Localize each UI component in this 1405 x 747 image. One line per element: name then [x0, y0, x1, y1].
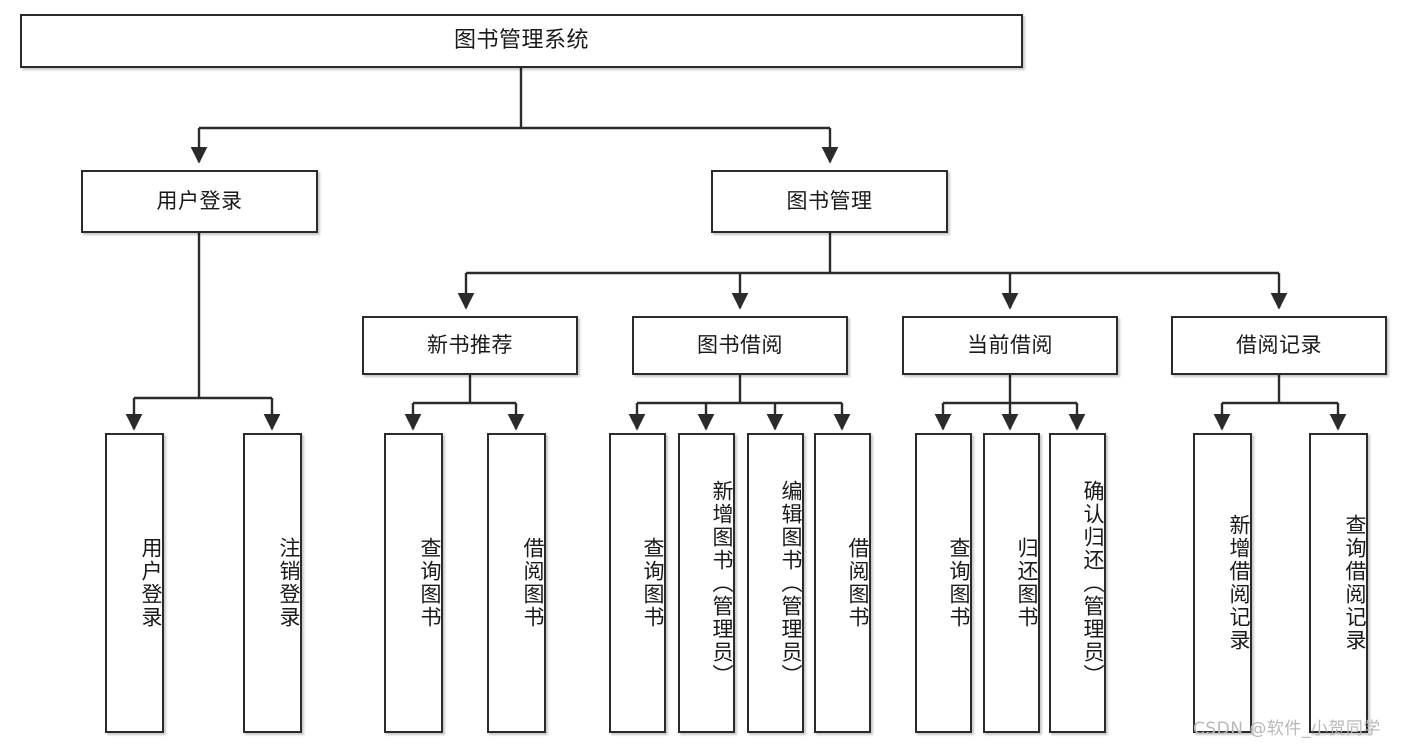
leaf-query-books-borrow[interactable]: 查询图书 — [609, 433, 666, 733]
leaf-return-books[interactable]: 归还图书 — [983, 433, 1040, 733]
node-label: 查询借阅记录 — [1343, 514, 1367, 652]
leaf-query-books-recommend[interactable]: 查询图书 — [384, 433, 443, 733]
node-label: 图书管理系统 — [453, 27, 589, 53]
leaf-add-book-admin[interactable]: 新增图书（管理员） — [678, 433, 735, 733]
node-label: 归还图书 — [1015, 537, 1039, 629]
node-borrow-record[interactable]: 借阅记录 — [1171, 316, 1387, 375]
node-label: 查询图书 — [418, 537, 442, 629]
node-label: 查询图书 — [947, 537, 971, 629]
csdn-watermark: CSDN @软件_小贺同学 — [1193, 719, 1381, 739]
leaf-query-borrow-record[interactable]: 查询借阅记录 — [1309, 433, 1368, 733]
node-label: 图书借阅 — [697, 332, 783, 357]
node-book-borrow[interactable]: 图书借阅 — [632, 316, 848, 375]
node-label: 图书管理 — [786, 188, 873, 213]
node-label: 新增图书（管理员） — [710, 479, 734, 687]
node-label: 用户登录 — [139, 537, 163, 629]
leaf-confirm-return-admin[interactable]: 确认归还（管理员） — [1049, 433, 1106, 733]
node-label: 借阅图书 — [846, 537, 870, 629]
node-current-borrow[interactable]: 当前借阅 — [902, 316, 1118, 375]
node-label: 确认归还（管理员） — [1081, 479, 1105, 687]
node-new-book-recommend[interactable]: 新书推荐 — [362, 316, 578, 375]
leaf-query-books-current[interactable]: 查询图书 — [915, 433, 972, 733]
node-label: 当前借阅 — [967, 332, 1053, 357]
node-label: 借阅记录 — [1236, 332, 1322, 357]
node-label: 编辑图书（管理员） — [779, 479, 803, 687]
leaf-edit-book-admin[interactable]: 编辑图书（管理员） — [747, 433, 804, 733]
node-label: 用户登录 — [156, 188, 243, 213]
node-label: 查询图书 — [641, 537, 665, 629]
leaf-borrow-books[interactable]: 借阅图书 — [814, 433, 871, 733]
node-user-login[interactable]: 用户登录 — [81, 170, 318, 233]
leaf-logout[interactable]: 注销登录 — [243, 433, 302, 733]
node-label: 新书推荐 — [427, 332, 513, 357]
node-label: 借阅图书 — [521, 537, 545, 629]
leaf-user-login[interactable]: 用户登录 — [105, 433, 164, 733]
node-book-management[interactable]: 图书管理 — [711, 170, 948, 233]
leaf-borrow-books-recommend[interactable]: 借阅图书 — [487, 433, 546, 733]
node-label: 新增借阅记录 — [1227, 514, 1251, 652]
leaf-add-borrow-record[interactable]: 新增借阅记录 — [1193, 433, 1252, 733]
node-root-system[interactable]: 图书管理系统 — [20, 14, 1023, 68]
node-label: 注销登录 — [277, 537, 301, 629]
